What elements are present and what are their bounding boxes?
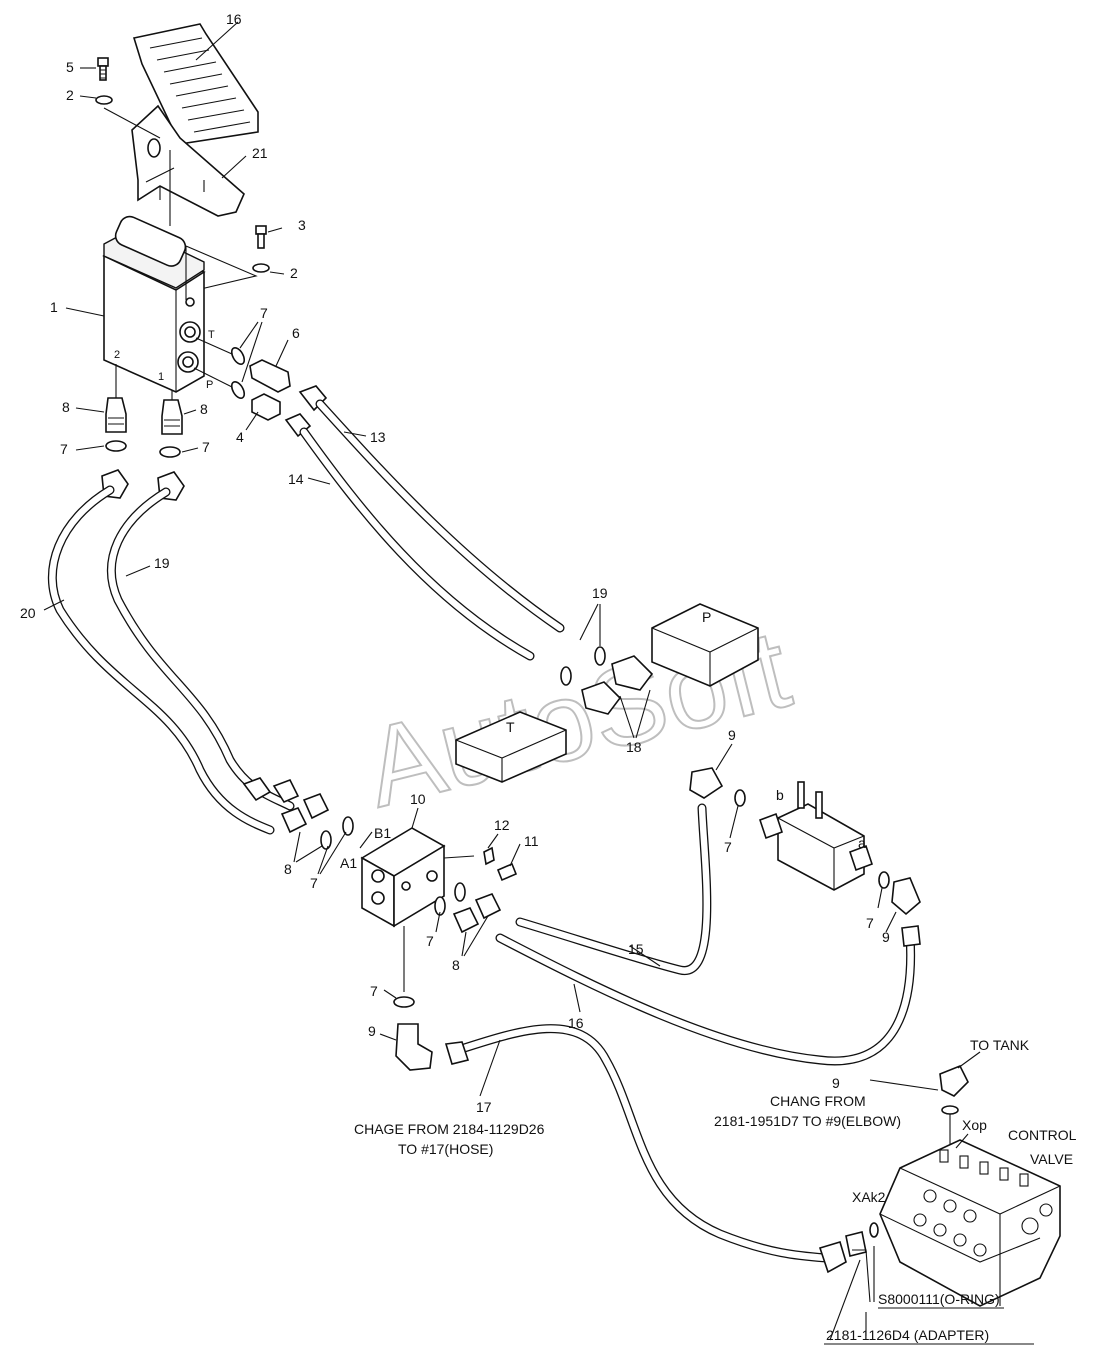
callout-19: 19 [154,555,170,571]
callout-10: 10 [410,791,426,807]
note-oring: S8000111(O-RING) [878,1291,1000,1307]
callout-3: 3 [298,217,306,233]
port-b: b [776,787,784,803]
port-xak2: XAk2 [852,1189,886,1205]
callout-5: 5 [66,59,74,75]
callouts: 16 5 2 21 3 2 1 7 6 4 8 8 7 7 13 14 19 2… [20,11,890,1115]
callout-1: 1 [50,299,58,315]
port-a1: A1 [340,855,357,871]
callout-8-left: 8 [62,399,70,415]
port-1: 1 [158,371,164,383]
callout-7-upper: 7 [260,305,268,321]
callout-17: 17 [476,1099,492,1115]
callout-7-manifold-low: 7 [426,933,434,949]
note-change-9-line1: CHANG FROM [770,1093,866,1109]
callout-7-valve: 7 [724,839,732,855]
note-adapter: 2181-1126D4 (ADAPTER) [826,1327,989,1343]
pedal-assembly [95,23,270,293]
callout-16: 16 [226,11,242,27]
callout-9-lower: 9 [368,1023,376,1039]
note-change-17-line1: CHAGE FROM 2184-1129D26 [354,1121,545,1137]
note-control-valve-line1: CONTROL [1008,1127,1077,1143]
callout-11: 11 [524,833,539,849]
callout-2: 2 [66,87,74,103]
leader-lines [43,21,1034,1345]
callout-8-right: 8 [200,401,208,417]
port-t-upper: T [208,329,215,341]
callout-9-tank: 9 [832,1075,840,1091]
callout-7-bottom: 7 [370,983,378,999]
note-to-tank: TO TANK [970,1037,1030,1053]
port-2: 2 [114,349,120,361]
port-p-upper: P [206,379,213,391]
shuttle-valve [689,767,921,947]
callout-14: 14 [288,471,304,487]
port-p-block: P [702,609,711,625]
callout-7-right: 7 [202,439,210,455]
notes: TO TANK CONTROL VALVE CHANG FROM 2181-19… [354,1037,1077,1343]
manifold-block [242,777,518,1008]
note-change-9-line2: 2181-1951D7 TO #9(ELBOW) [714,1113,901,1129]
port-labels: T P 2 1 B1 A1 P T b a Xop XAk2 [114,329,987,1205]
callout-9-upper: 9 [728,727,736,743]
port-t-block: T [506,719,515,735]
callout-8-manifold: 8 [284,861,292,877]
callout-12: 12 [494,817,510,833]
callout-6: 6 [292,325,300,341]
fittings-upper [101,337,328,501]
callout-19-right: 19 [592,585,608,601]
callout-18: 18 [626,739,642,755]
port-xop: Xop [962,1117,987,1133]
pedal-valve-body [102,150,206,393]
callout-4: 4 [236,429,244,445]
callout-8-manifold-low: 8 [452,957,460,973]
callout-7-manifold: 7 [310,875,318,891]
callout-2-lower: 2 [290,265,298,281]
fittings-lower [395,1023,969,1274]
callout-20: 20 [20,605,36,621]
pt-blocks [455,603,759,783]
port-b1: B1 [374,825,391,841]
callout-9-elbow: 9 [882,929,890,945]
callout-16-hose: 16 [568,1015,584,1031]
control-valve [879,1139,1061,1307]
note-control-valve-line2: VALVE [1030,1151,1073,1167]
callout-15: 15 [628,941,644,957]
port-a: a [858,835,866,851]
callout-13: 13 [370,429,386,445]
callout-7-left: 7 [60,441,68,457]
note-change-17-line2: TO #17(HOSE) [398,1141,493,1157]
callout-21: 21 [252,145,268,161]
callout-7-elbow: 7 [866,915,874,931]
